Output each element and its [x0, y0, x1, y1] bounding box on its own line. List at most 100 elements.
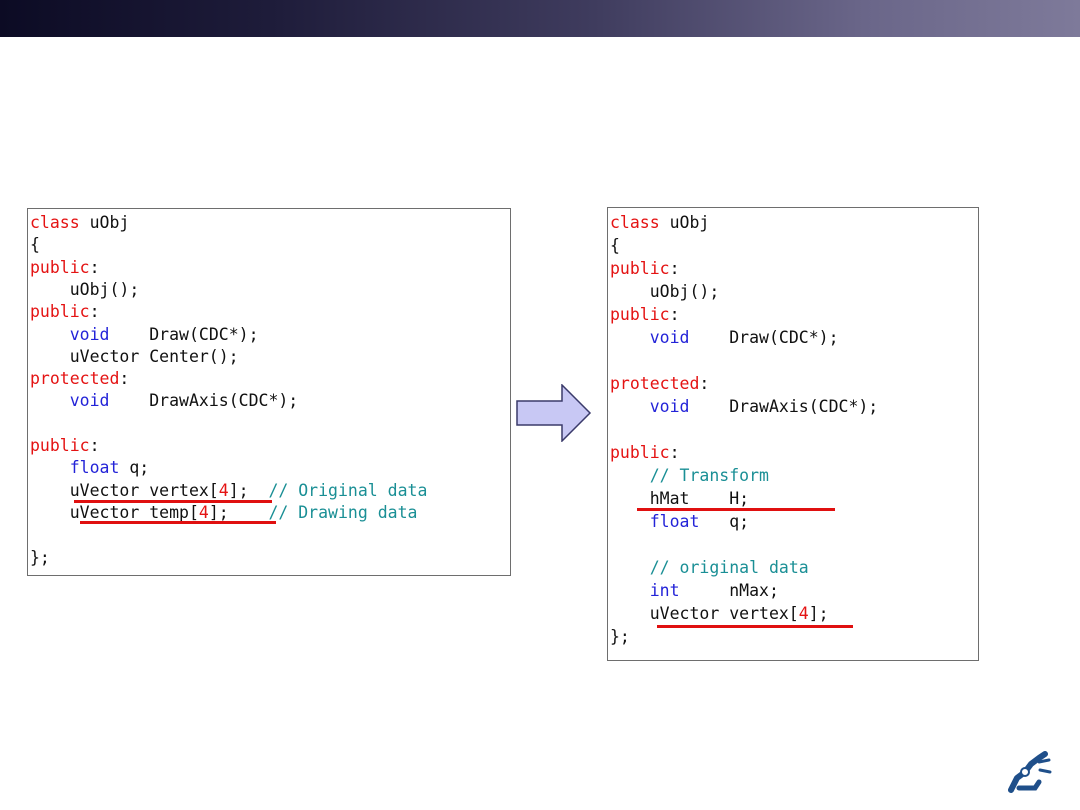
code-token: ];	[208, 502, 269, 522]
code-token: public	[30, 257, 90, 277]
code-line: class uObj	[30, 213, 129, 233]
code-token: float	[649, 512, 700, 531]
code-line: uVector vertex[4];	[610, 604, 829, 624]
code-token: :	[669, 305, 680, 324]
code-panel-revised: class uObj { public: uObj(); public: void D…	[607, 207, 979, 661]
code-token: };	[30, 547, 50, 567]
code-line: uVector Center();	[30, 347, 239, 367]
code-token	[610, 512, 650, 531]
code-token: uObj	[659, 213, 710, 232]
code-token: public	[610, 443, 670, 462]
code-token	[610, 397, 650, 416]
code-token: Draw(CDC*);	[689, 328, 839, 347]
code-token: DrawAxis(CDC*);	[109, 391, 299, 411]
code-line: };	[610, 627, 630, 647]
code-token: protected	[30, 369, 120, 389]
code-line: public:	[610, 259, 680, 279]
code-token: uObj	[79, 213, 130, 232]
code-token: DrawAxis(CDC*);	[689, 397, 879, 416]
code-token: void	[69, 324, 110, 344]
code-token: void	[649, 397, 690, 416]
code-token: :	[699, 374, 710, 393]
code-token: {	[610, 236, 620, 255]
code-line: class uObj	[610, 213, 709, 233]
code-token: uVector vertex[	[610, 604, 799, 623]
code-token: 4	[198, 502, 209, 522]
code-token	[30, 458, 70, 477]
code-token	[610, 581, 650, 600]
code-token: public	[30, 436, 90, 455]
slide-header-bar	[0, 0, 1080, 37]
code-line: int nMax;	[610, 581, 779, 601]
code-token: :	[669, 259, 680, 278]
code-token	[30, 325, 70, 344]
code-line: // original data	[610, 558, 809, 578]
code-line: void DrawAxis(CDC*);	[30, 391, 299, 411]
code-token: uObj();	[30, 279, 140, 299]
code-token: :	[89, 257, 100, 277]
code-token: int	[649, 581, 680, 600]
underline-hmat-right	[637, 508, 835, 511]
code-token: public	[610, 305, 670, 324]
code-line: uVector temp[4]; // Drawing data	[30, 502, 418, 523]
code-token: Draw(CDC*);	[109, 324, 259, 344]
code-line: public:	[30, 258, 100, 278]
code-line: // Transform	[610, 466, 769, 486]
code-line: uObj();	[30, 279, 140, 300]
code-token: class	[30, 213, 80, 232]
code-token	[610, 558, 650, 577]
underline-vertex-right	[657, 625, 853, 628]
code-line: {	[610, 236, 620, 256]
code-token: 4	[218, 480, 229, 500]
code-token: // Transform	[649, 466, 769, 485]
underline-temp-left	[80, 521, 276, 524]
underline-vertex-left	[74, 500, 272, 503]
robot-arm-logo-icon	[1005, 748, 1053, 798]
code-token: // original data	[649, 558, 809, 577]
code-line: void Draw(CDC*);	[30, 325, 259, 345]
code-line: };	[30, 548, 50, 568]
code-line: protected:	[30, 369, 129, 389]
code-line: protected:	[610, 374, 709, 394]
code-line: float q;	[610, 512, 749, 532]
code-token	[610, 466, 650, 485]
right-arrow-icon	[516, 383, 592, 446]
code-token: float	[69, 458, 120, 478]
code-token: q;	[699, 512, 750, 531]
code-token: class	[610, 213, 660, 232]
code-line: public:	[30, 436, 100, 456]
code-token: q;	[119, 458, 150, 478]
code-line: uObj();	[610, 282, 720, 302]
code-line: public:	[30, 302, 100, 322]
code-token: public	[30, 302, 90, 322]
code-token: // Original data	[268, 480, 428, 500]
code-token	[30, 391, 70, 410]
code-token: uVector Center();	[30, 346, 239, 366]
code-token: // Drawing data	[268, 502, 418, 522]
code-line: hMat H;	[610, 489, 749, 509]
code-line: uVector vertex[4]; // Original data	[30, 480, 428, 501]
code-line: void Draw(CDC*);	[610, 328, 839, 348]
code-token: uObj();	[610, 282, 720, 301]
code-token: uVector temp[	[30, 502, 199, 522]
code-token: ];	[808, 604, 829, 623]
code-line: public:	[610, 305, 680, 325]
code-token: public	[610, 259, 670, 278]
code-token: void	[69, 391, 110, 411]
code-token: :	[119, 369, 130, 389]
code-token: ];	[228, 480, 269, 500]
code-token: protected	[610, 374, 700, 393]
code-token: 4	[798, 604, 809, 623]
code-token: };	[610, 627, 630, 646]
code-panel-original: class uObj{public: uObj();public: void D…	[27, 208, 511, 576]
code-token: void	[649, 328, 690, 347]
code-line: float q;	[30, 458, 149, 478]
code-token: :	[89, 436, 100, 455]
code-token: {	[30, 235, 40, 255]
code-line: {	[30, 235, 40, 255]
code-token: uVector vertex[	[30, 480, 219, 500]
code-token: hMat H;	[610, 489, 750, 508]
code-token: nMax;	[679, 581, 779, 600]
code-token	[610, 328, 650, 347]
code-token: :	[669, 443, 680, 462]
